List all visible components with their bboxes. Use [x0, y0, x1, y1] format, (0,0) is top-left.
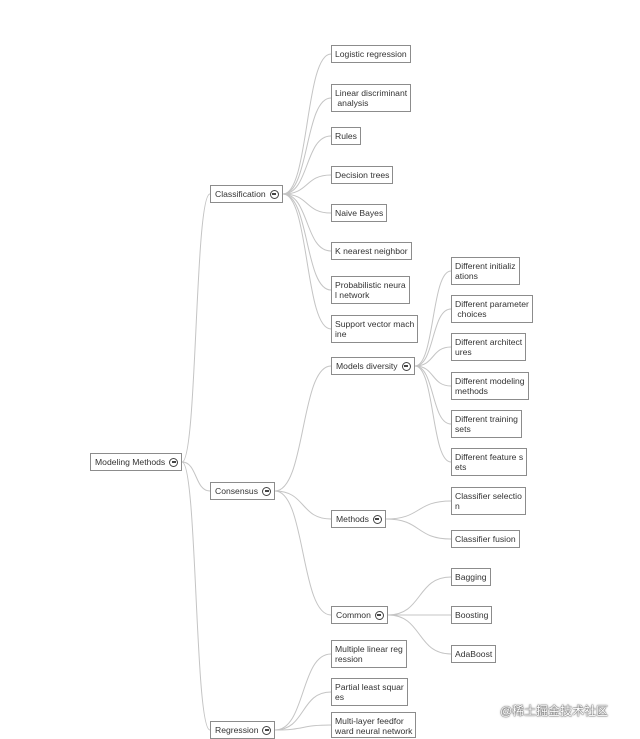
collapse-circle-icon[interactable]	[169, 457, 179, 467]
node-regression-label: Regression	[215, 725, 259, 735]
leaf-probabilistic-neural-network[interactable]: Probabilistic neura l network	[331, 276, 410, 304]
connector-line	[387, 576, 452, 616]
connector-line	[282, 135, 332, 195]
leaf-multi-layer-feedforward-neural-network[interactable]: Multi-layer feedfor ward neural network	[331, 712, 417, 738]
connector-line	[274, 490, 332, 616]
node-root-label: Modeling Methods	[95, 457, 166, 467]
collapse-circle-icon[interactable]	[262, 725, 272, 735]
node-classification-label: Classification	[215, 189, 266, 199]
leaf-k-nearest-neighbor[interactable]: K nearest neighbor	[331, 242, 412, 260]
collapse-circle-icon[interactable]	[401, 361, 411, 371]
connector-line	[181, 461, 211, 492]
leaf-support-vector-machine[interactable]: Support vector mach ine	[331, 315, 419, 343]
collapse-circle-icon[interactable]	[269, 189, 279, 199]
leaf-decision-trees[interactable]: Decision trees	[331, 166, 394, 184]
connector-line	[282, 97, 332, 195]
leaf-different-training-sets[interactable]: Different training sets	[451, 410, 522, 438]
leaf-naive-bayes[interactable]: Naive Bayes	[331, 204, 388, 222]
leaf-logistic-regression[interactable]: Logistic regression	[331, 45, 411, 63]
leaf-classifier-selection[interactable]: Classifier selectio n	[451, 487, 526, 515]
connector-line	[181, 193, 211, 463]
connector-line	[385, 500, 452, 520]
connector-line	[181, 461, 211, 731]
leaf-rules[interactable]: Rules	[331, 127, 361, 145]
node-regression[interactable]: Regression	[210, 721, 276, 739]
connector-line	[274, 490, 332, 520]
connector-line	[414, 365, 452, 425]
node-consensus[interactable]: Consensus	[210, 482, 275, 500]
connector-line	[274, 653, 332, 731]
connector-line	[282, 193, 332, 214]
leaf-classifier-fusion[interactable]: Classifier fusion	[451, 530, 520, 548]
connector-line	[414, 270, 452, 367]
connector-line	[385, 518, 452, 540]
node-common-label: Common	[336, 610, 371, 620]
leaf-bagging[interactable]: Bagging	[451, 568, 491, 586]
node-models-diversity[interactable]: Models diversity	[331, 357, 415, 375]
connector-line	[387, 614, 452, 655]
leaf-boosting[interactable]: Boosting	[451, 606, 493, 624]
connector-line	[282, 53, 332, 195]
leaf-multiple-linear-regression[interactable]: Multiple linear reg ression	[331, 640, 407, 668]
connector-line	[282, 193, 332, 330]
leaf-linear-discriminant-analysis[interactable]: Linear discriminant analysis	[331, 84, 412, 112]
node-methods-label: Methods	[336, 514, 369, 524]
leaf-partial-least-squares[interactable]: Partial least squar es	[331, 678, 408, 706]
leaf-different-parameter-choices[interactable]: Different parameter choices	[451, 295, 533, 323]
collapse-circle-icon[interactable]	[372, 514, 382, 524]
connector-line	[274, 724, 332, 731]
leaf-different-architectures[interactable]: Different architect ures	[451, 333, 527, 361]
leaf-different-feature-sets[interactable]: Different feature s ets	[451, 448, 528, 476]
connector-line	[414, 365, 452, 463]
connector-line	[282, 174, 332, 195]
node-common[interactable]: Common	[331, 606, 388, 624]
connector-line	[274, 691, 332, 731]
collapse-circle-icon[interactable]	[262, 486, 271, 496]
connector-line	[414, 308, 452, 367]
watermark: @稀土掘金技术社区	[500, 704, 609, 718]
node-models-diversity-label: Models diversity	[336, 361, 398, 371]
node-methods[interactable]: Methods	[331, 510, 386, 528]
node-classification[interactable]: Classification	[210, 185, 283, 203]
collapse-circle-icon[interactable]	[374, 610, 384, 620]
node-root[interactable]: Modeling Methods	[90, 453, 183, 471]
leaf-different-initializations[interactable]: Different initializ ations	[451, 257, 520, 285]
leaf-different-modeling-methods[interactable]: Different modeling methods	[451, 372, 529, 400]
connector-line	[274, 365, 332, 492]
connector-line	[282, 193, 332, 291]
node-consensus-label: Consensus	[215, 486, 258, 496]
connector-line	[282, 193, 332, 252]
connector-line	[414, 346, 452, 367]
leaf-adaboost[interactable]: AdaBoost	[451, 645, 497, 663]
